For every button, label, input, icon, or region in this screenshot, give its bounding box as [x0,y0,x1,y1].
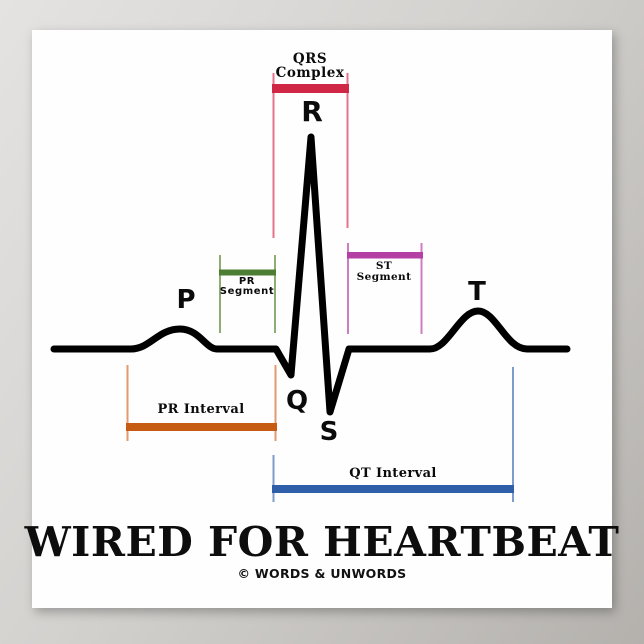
qt-interval-label: QT Interval [349,466,437,481]
qrs-complex-label-line2: Complex [275,64,345,81]
pr-segment-label: PR Segment [220,277,274,296]
t-wave-label: T [468,277,486,307]
pr-segment-label-line1: PR [238,276,256,287]
poster-title: WIRED FOR HEARTBEAT [24,518,620,566]
st-segment-label: ST Segment [357,261,412,282]
s-wave-label: S [319,417,339,447]
qrs-complex-label: QRS Complex [275,51,345,81]
r-wave-label: R [301,95,323,128]
pr-segment-label-line2: Segment [219,285,275,297]
st-segment-label-line1: ST [375,260,393,272]
q-wave-label: Q [285,386,309,416]
qrs-complex-label-line1: QRS [292,51,328,67]
p-wave-label: P [176,285,196,315]
pr-interval-label: PR Interval [157,402,245,417]
poster-credit: © WORDS & UNWORDS [237,566,407,581]
st-segment-label-line2: Segment [356,270,412,283]
